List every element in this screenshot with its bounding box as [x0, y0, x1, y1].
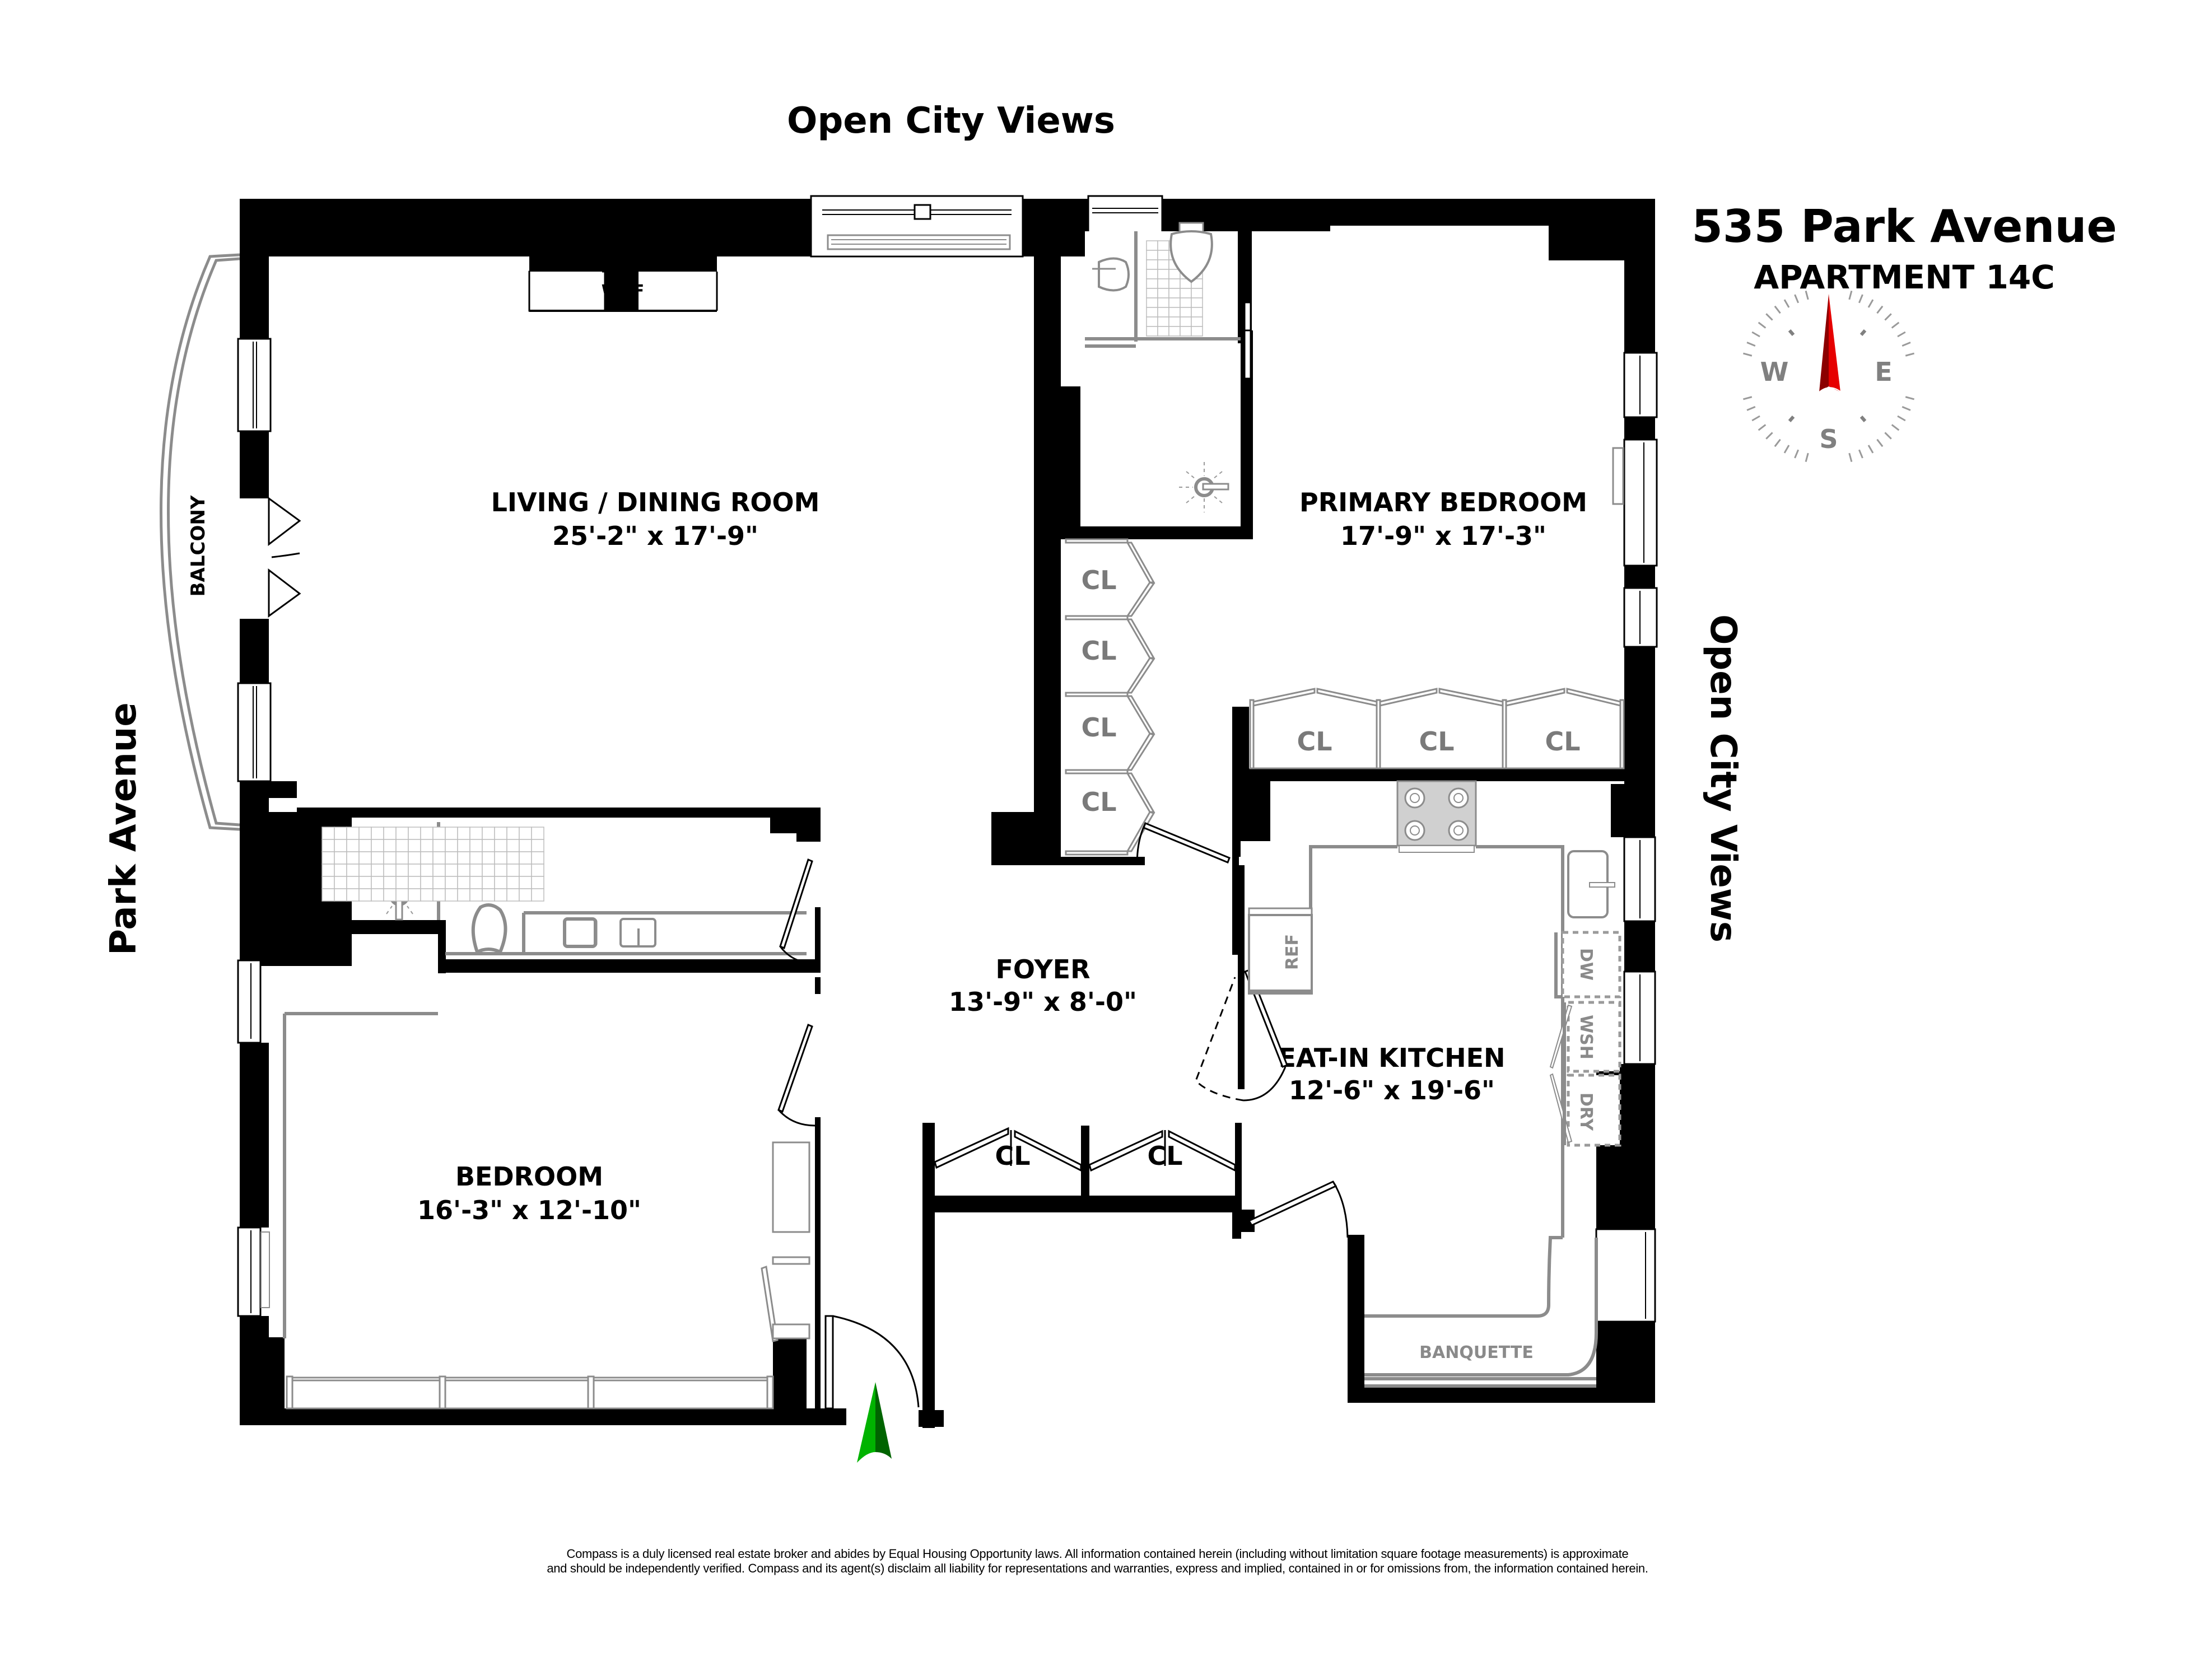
closet-label: CL	[1545, 726, 1580, 757]
interior-doors[interactable]	[761, 822, 1349, 1342]
property-address: 535 Park Avenue	[1691, 200, 2117, 253]
refrigerator-label: REF	[1283, 934, 1302, 970]
closet-label: CL	[1081, 565, 1116, 595]
closet-label: CL	[1081, 636, 1116, 666]
living-room-name: LIVING / DINING ROOM	[491, 487, 820, 517]
primary-bathroom	[1085, 222, 1252, 526]
primary-left-closets: CL CL CL CL	[1065, 538, 1155, 856]
fireplace-label: WBF	[602, 282, 644, 301]
foyer-closets: CL CL	[934, 1127, 1236, 1172]
closet-label: CL	[1081, 712, 1116, 743]
entry-arrow-icon	[857, 1382, 892, 1463]
secondary-bathroom	[321, 822, 807, 955]
balcony-doors[interactable]	[268, 497, 301, 618]
fireplace: WBF	[528, 228, 718, 312]
dishwasher-label: DW	[1576, 948, 1596, 981]
balcony: BALCONY	[160, 253, 240, 831]
entry-door[interactable]	[824, 1315, 920, 1410]
compass-icon: W E S	[1742, 290, 1915, 463]
bedroom-name: BEDROOM	[455, 1161, 603, 1192]
exposure-top-label: Open City Views	[787, 100, 1115, 142]
kitchen-dims: 12'-6" x 19'-6"	[1289, 1075, 1495, 1105]
closet-label: CL	[1081, 787, 1116, 817]
foyer-dims: 13'-9" x 8'-0"	[949, 987, 1137, 1017]
legal-disclaimer: Compass is a duly licensed real estate b…	[0, 1547, 2195, 1576]
kitchen: BANQUETTE REF DW WSH DRY	[1248, 780, 1621, 1388]
compass-south: S	[1819, 424, 1838, 454]
primary-bedroom-dims: 17'-9" x 17'-3"	[1340, 521, 1546, 551]
kitchen-name: EAT-IN KITCHEN	[1278, 1043, 1505, 1073]
closet-label: CL	[995, 1141, 1030, 1171]
disclaimer-line-1: Compass is a duly licensed real estate b…	[566, 1547, 1629, 1561]
primary-bottom-closets: CL CL CL	[1249, 688, 1625, 769]
windows	[237, 195, 1658, 1410]
closet-label: CL	[1147, 1141, 1182, 1171]
primary-bedroom-name: PRIMARY BEDROOM	[1299, 487, 1587, 517]
exposure-right-label: Open City Views	[1702, 614, 1744, 942]
foyer-name: FOYER	[995, 954, 1090, 984]
balcony-label: BALCONY	[187, 495, 209, 596]
banquette-label: BANQUETTE	[1419, 1343, 1534, 1362]
exposure-left-label: Park Avenue	[103, 702, 145, 955]
apartment-number: APARTMENT 14C	[1754, 258, 2055, 296]
dryer-label: DRY	[1576, 1093, 1596, 1131]
bedroom-outline	[283, 1012, 438, 1338]
closet-label: CL	[1419, 726, 1454, 757]
disclaimer-line-2: and should be independently verified. Co…	[547, 1561, 1648, 1575]
compass-west: W	[1760, 357, 1789, 387]
washer-label: WSH	[1576, 1015, 1596, 1060]
compass-east: E	[1875, 357, 1892, 387]
closet-label: CL	[1297, 726, 1332, 757]
living-room-dims: 25'-2" x 17'-9"	[552, 521, 758, 551]
bedroom-dims: 16'-3" x 12'-10"	[417, 1195, 641, 1225]
walls	[240, 199, 1655, 1428]
